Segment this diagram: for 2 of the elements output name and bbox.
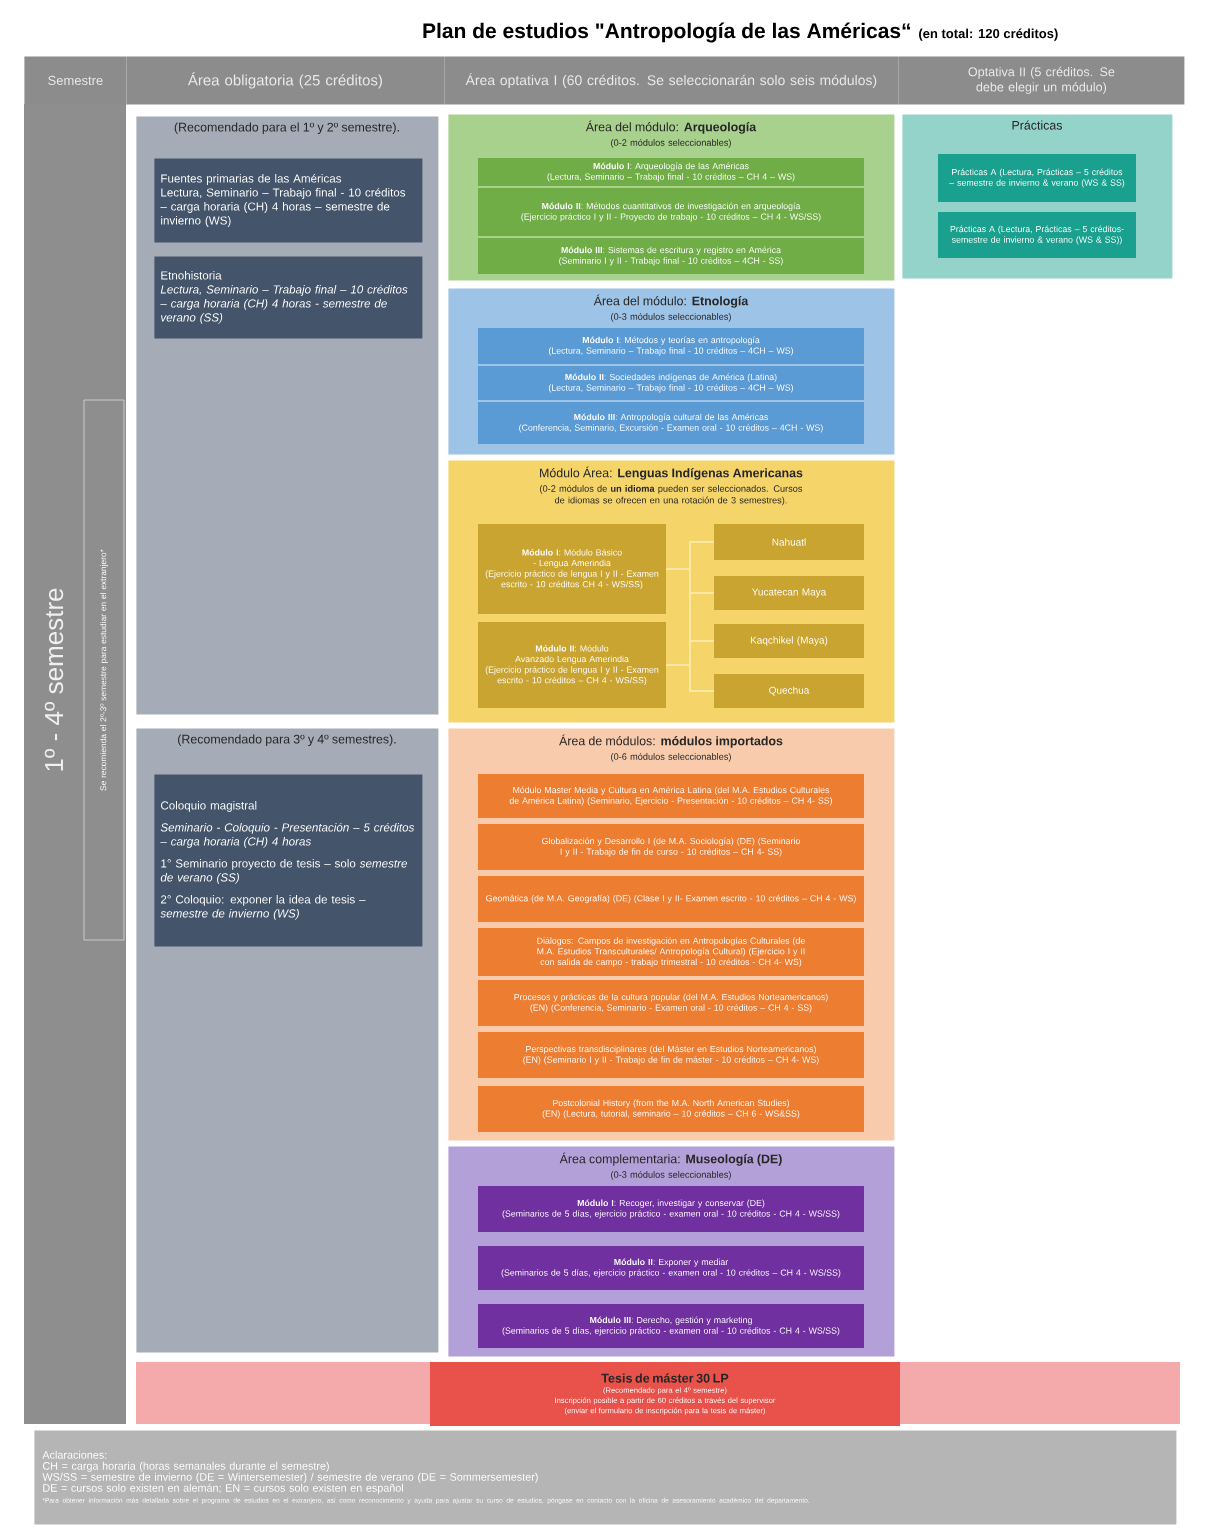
title: Plan de estudios "Antropología de las Américas“: [423, 22, 910, 43]
bracket-line: [665, 664, 715, 692]
